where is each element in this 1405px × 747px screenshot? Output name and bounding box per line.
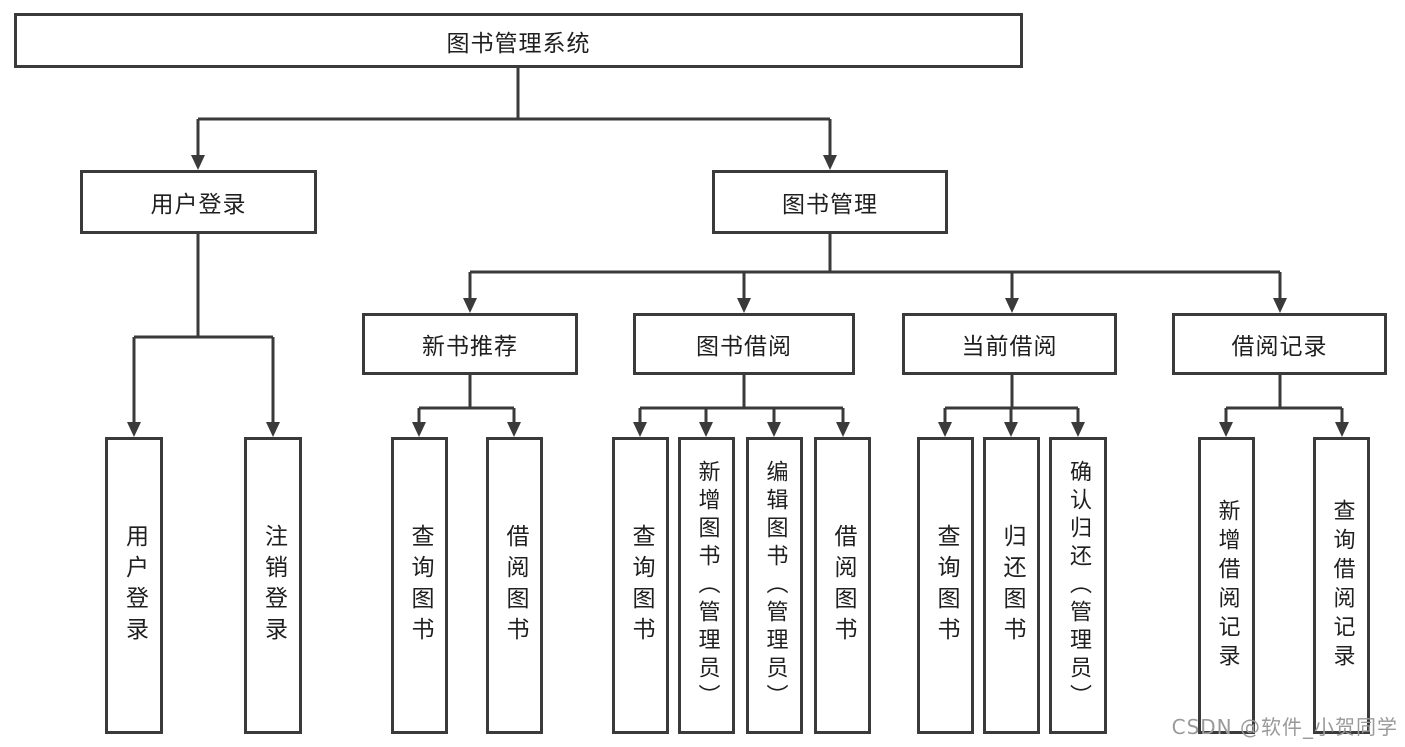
node-cb-return-book: 归还图书 bbox=[983, 437, 1040, 734]
node-rec-borrow-book: 借阅图书 bbox=[486, 437, 543, 734]
node-user-login-action: 用户登录 bbox=[105, 437, 163, 734]
node-root: 图书管理系统 bbox=[14, 13, 1023, 68]
node-cb-confirm-return-admin: 确认归还（管理员） bbox=[1049, 437, 1107, 734]
node-book-mgmt: 图书管理 bbox=[712, 170, 948, 234]
node-cb-query-book: 查询图书 bbox=[917, 437, 974, 734]
node-bb-add-book-admin: 新增图书（管理员） bbox=[678, 437, 735, 734]
node-bb-query-book: 查询图书 bbox=[612, 437, 669, 734]
node-user-login: 用户登录 bbox=[80, 170, 317, 234]
node-borrow-records: 借阅记录 bbox=[1172, 313, 1387, 375]
node-new-book-recommend: 新书推荐 bbox=[362, 313, 578, 375]
watermark: CSDN @软件_小贺同学 bbox=[1171, 715, 1398, 739]
node-br-add-record: 新增借阅记录 bbox=[1198, 437, 1255, 734]
tree-edges bbox=[132, 68, 1344, 425]
node-bb-edit-book-admin: 编辑图书（管理员） bbox=[746, 437, 803, 734]
node-rec-query-book: 查询图书 bbox=[391, 437, 448, 734]
node-logout: 注销登录 bbox=[244, 437, 302, 734]
node-bb-borrow-book: 借阅图书 bbox=[814, 437, 871, 734]
node-book-borrow: 图书借阅 bbox=[633, 313, 855, 375]
node-current-borrow: 当前借阅 bbox=[902, 313, 1117, 375]
node-br-query-record: 查询借阅记录 bbox=[1313, 437, 1370, 734]
